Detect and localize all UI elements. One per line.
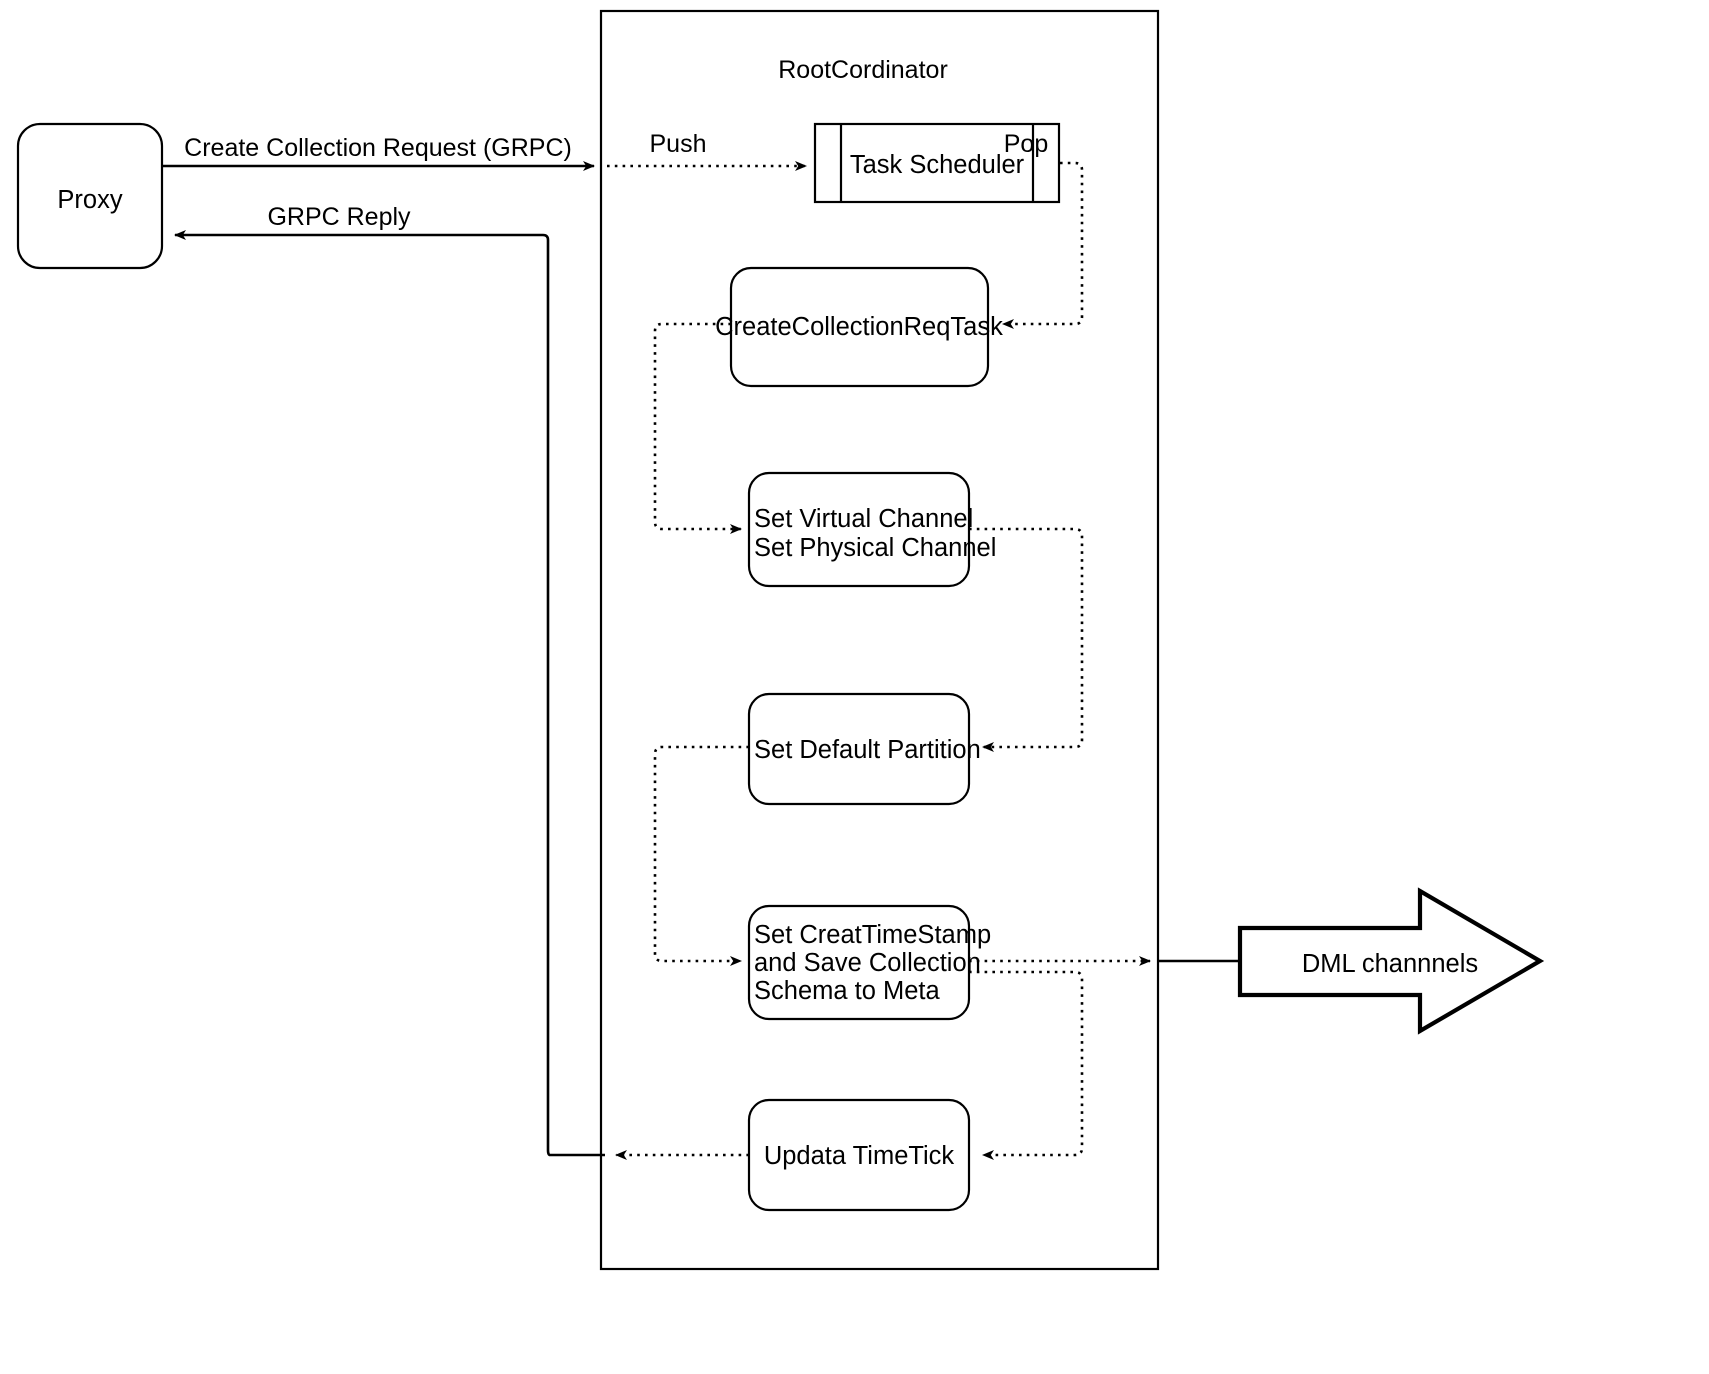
set-default-partition-node-fill — [749, 694, 969, 804]
edge-default-partition-to-timestamp — [653, 745, 749, 967]
set-channel-label-line1: Set Virtual Channel — [754, 505, 973, 533]
dml-channels-arrow-fill — [1240, 891, 1540, 1031]
task-scheduler-node[interactable] — [813, 122, 1061, 204]
set-default-partition-label: Set Default Partition — [754, 736, 981, 764]
edge-grpc-reply — [174, 229, 605, 1157]
create-collection-req-task-node-fill — [731, 268, 988, 386]
set-timestamp-node-fill — [749, 906, 969, 1019]
edge-label-pop: Pop — [1004, 130, 1048, 158]
set-timestamp-label-line2: and Save Collection — [754, 949, 981, 977]
set-channel-node-fill — [749, 473, 969, 586]
dml-channels-label: DML channnels — [1302, 950, 1478, 978]
edge-task-to-set-channel — [653, 322, 742, 535]
proxy-node[interactable] — [16, 122, 164, 270]
create-collection-req-task-node[interactable] — [729, 266, 990, 388]
edge-pop — [1002, 161, 1084, 329]
edge-label-create-collection-request: Create Collection Request (GRPC) — [184, 134, 572, 162]
create-collection-req-task-label: CreateCollectionReqTask — [715, 313, 1003, 341]
set-timestamp-label-line3: Schema to Meta — [754, 977, 940, 1005]
update-timetick-node-fill — [749, 1100, 969, 1210]
set-timestamp-node[interactable] — [747, 904, 971, 1021]
set-timestamp-label-line1: Set CreatTimeStamp — [754, 921, 991, 949]
task-scheduler-label: Task Scheduler — [850, 151, 1025, 179]
edge-label-push: Push — [650, 130, 707, 158]
task-scheduler-node-fill — [815, 124, 1059, 202]
edge-set-channel-to-default-partition — [969, 527, 1084, 752]
root-coordinator-fill — [601, 11, 1158, 1269]
set-default-partition-node[interactable] — [747, 692, 971, 806]
dml-channels-arrow[interactable] — [1237, 887, 1545, 1035]
update-timetick-label: Updata TimeTick — [764, 1142, 955, 1170]
root-coordinator-border — [599, 9, 1160, 1271]
edge-label-grpc-reply: GRPC Reply — [267, 203, 411, 231]
root-coordinator-title: RootCordinator — [778, 56, 948, 84]
set-channel-label-line2: Set Physical Channel — [754, 534, 996, 562]
proxy-node-fill — [18, 124, 162, 268]
proxy-node-label: Proxy — [57, 186, 122, 214]
